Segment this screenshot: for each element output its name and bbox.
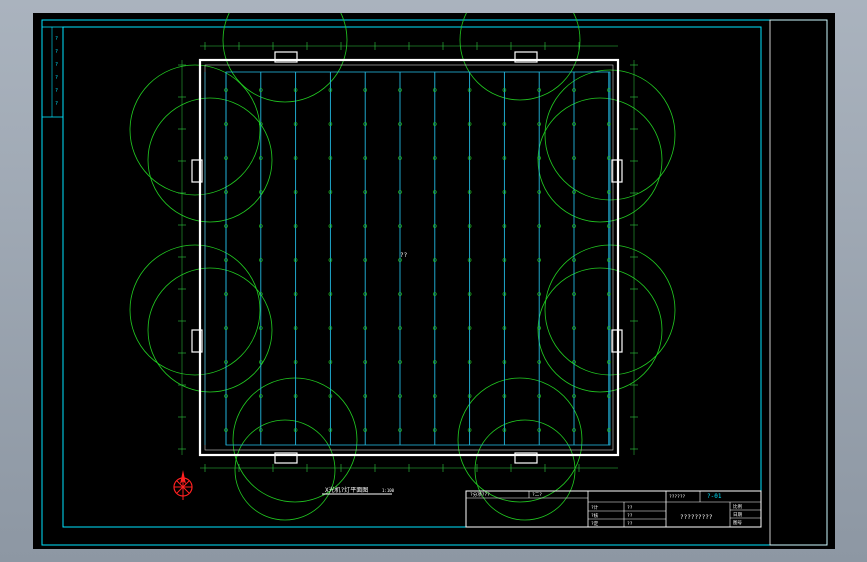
- plan-scale: 1:100: [382, 488, 395, 493]
- coverage-circle: [234, 419, 336, 521]
- coverage-circles: [129, 13, 676, 521]
- title-right-cell: 图号: [733, 520, 742, 526]
- side-stamp-text: ?: [55, 62, 58, 68]
- lamp-rows: [204, 72, 611, 445]
- plan-caption: X光机?灯平面图: [325, 486, 368, 494]
- side-stamp: ??????: [55, 36, 58, 107]
- coverage-circle: [129, 244, 261, 376]
- coverage-circle: [232, 377, 358, 503]
- coverage-circle: [129, 64, 261, 196]
- room-label: ??: [400, 252, 408, 259]
- dimension-lines: [178, 42, 638, 472]
- title-left-cell: ?二?: [532, 492, 542, 498]
- sign-role: ?计: [591, 504, 599, 511]
- cad-viewport[interactable]: ?????? ??: [33, 13, 835, 549]
- inner-border: [62, 26, 762, 528]
- side-stamp-text: ?: [55, 36, 58, 42]
- sign-role: ?定: [591, 520, 599, 527]
- title-block: [465, 490, 762, 528]
- sign-role: ?核: [591, 512, 599, 519]
- drawing-number: ?-01: [707, 493, 722, 500]
- coverage-circle: [537, 97, 663, 223]
- floor-plan-drawing: ?????? ??: [41, 13, 828, 546]
- coverage-circle: [147, 267, 273, 393]
- right-margin-strip: [769, 19, 828, 546]
- coverage-circle: [222, 13, 348, 103]
- sign-name: ??: [627, 513, 633, 519]
- side-stamp-text: ?: [55, 75, 58, 81]
- coverage-circle: [474, 419, 576, 521]
- coverage-circle: [537, 267, 663, 393]
- coverage-circle: [459, 13, 581, 101]
- side-stamp-text: ?: [55, 49, 58, 55]
- title-right-cell: 日期: [733, 512, 742, 518]
- title-right-cell: 比例: [733, 503, 742, 510]
- north-arrow-icon: [173, 470, 193, 500]
- sign-name: ??: [627, 505, 633, 511]
- side-stamp-text: ?: [55, 101, 58, 107]
- title-left-cell: ?分项???: [470, 491, 490, 498]
- project-name: ??????: [669, 494, 686, 500]
- coverage-circle: [457, 377, 583, 503]
- sign-name: ??: [627, 521, 633, 527]
- side-stamp-box: [41, 26, 64, 118]
- drawing-title: ?????????: [680, 514, 713, 521]
- coverage-circle: [147, 97, 273, 223]
- side-stamp-text: ?: [55, 88, 58, 94]
